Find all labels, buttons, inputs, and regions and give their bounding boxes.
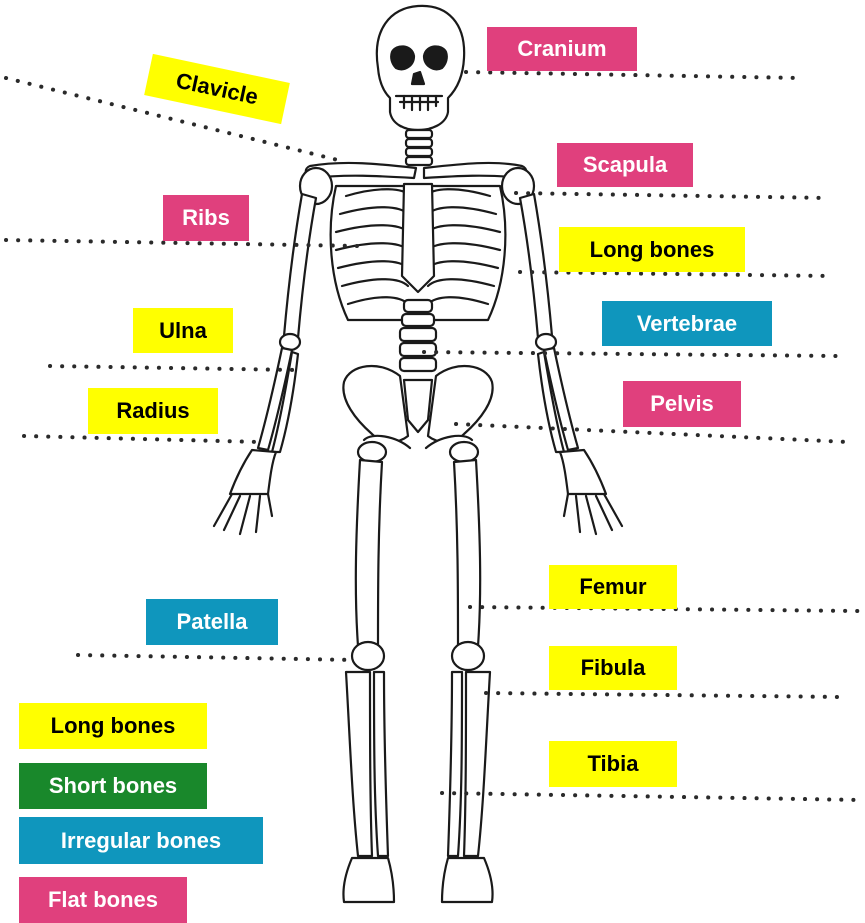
legend-short-bones: Short bones [19, 763, 207, 809]
label-ulna: Ulna [133, 308, 233, 353]
label-tibia: Tibia [549, 741, 677, 787]
label-radius: Radius [88, 388, 218, 434]
label-fibula: Fibula [549, 646, 677, 690]
leader-scapula [516, 193, 830, 198]
leader-radius [24, 436, 260, 442]
label-pelvis: Pelvis [623, 381, 741, 427]
label-ribs: Ribs [163, 195, 249, 241]
leader-tibia [442, 793, 862, 800]
right-leg [442, 460, 493, 902]
skull [377, 6, 464, 130]
label-patella: Patella [146, 599, 278, 645]
label-scapula: Scapula [557, 143, 693, 187]
legend-irregular-bones: Irregular bones [19, 817, 263, 864]
pelvis-bone [343, 366, 492, 462]
legend-long-bones: Long bones [19, 703, 207, 749]
left-arm [214, 194, 316, 534]
leader-cranium [466, 72, 800, 78]
left-leg [343, 460, 394, 902]
label-vertebrae: Vertebrae [602, 301, 772, 346]
leader-fibula [486, 693, 842, 697]
leader-long-bones [520, 272, 830, 276]
label-cranium: Cranium [487, 27, 637, 71]
legend-flat-bones: Flat bones [19, 877, 187, 923]
label-long-bones: Long bones [559, 227, 745, 272]
lumbar-vertebrae [400, 300, 436, 371]
label-femur: Femur [549, 565, 677, 609]
leader-vertebrae [424, 352, 836, 356]
cervical-vertebrae [406, 130, 432, 165]
leader-patella [78, 655, 356, 660]
leader-ulna [50, 366, 296, 370]
